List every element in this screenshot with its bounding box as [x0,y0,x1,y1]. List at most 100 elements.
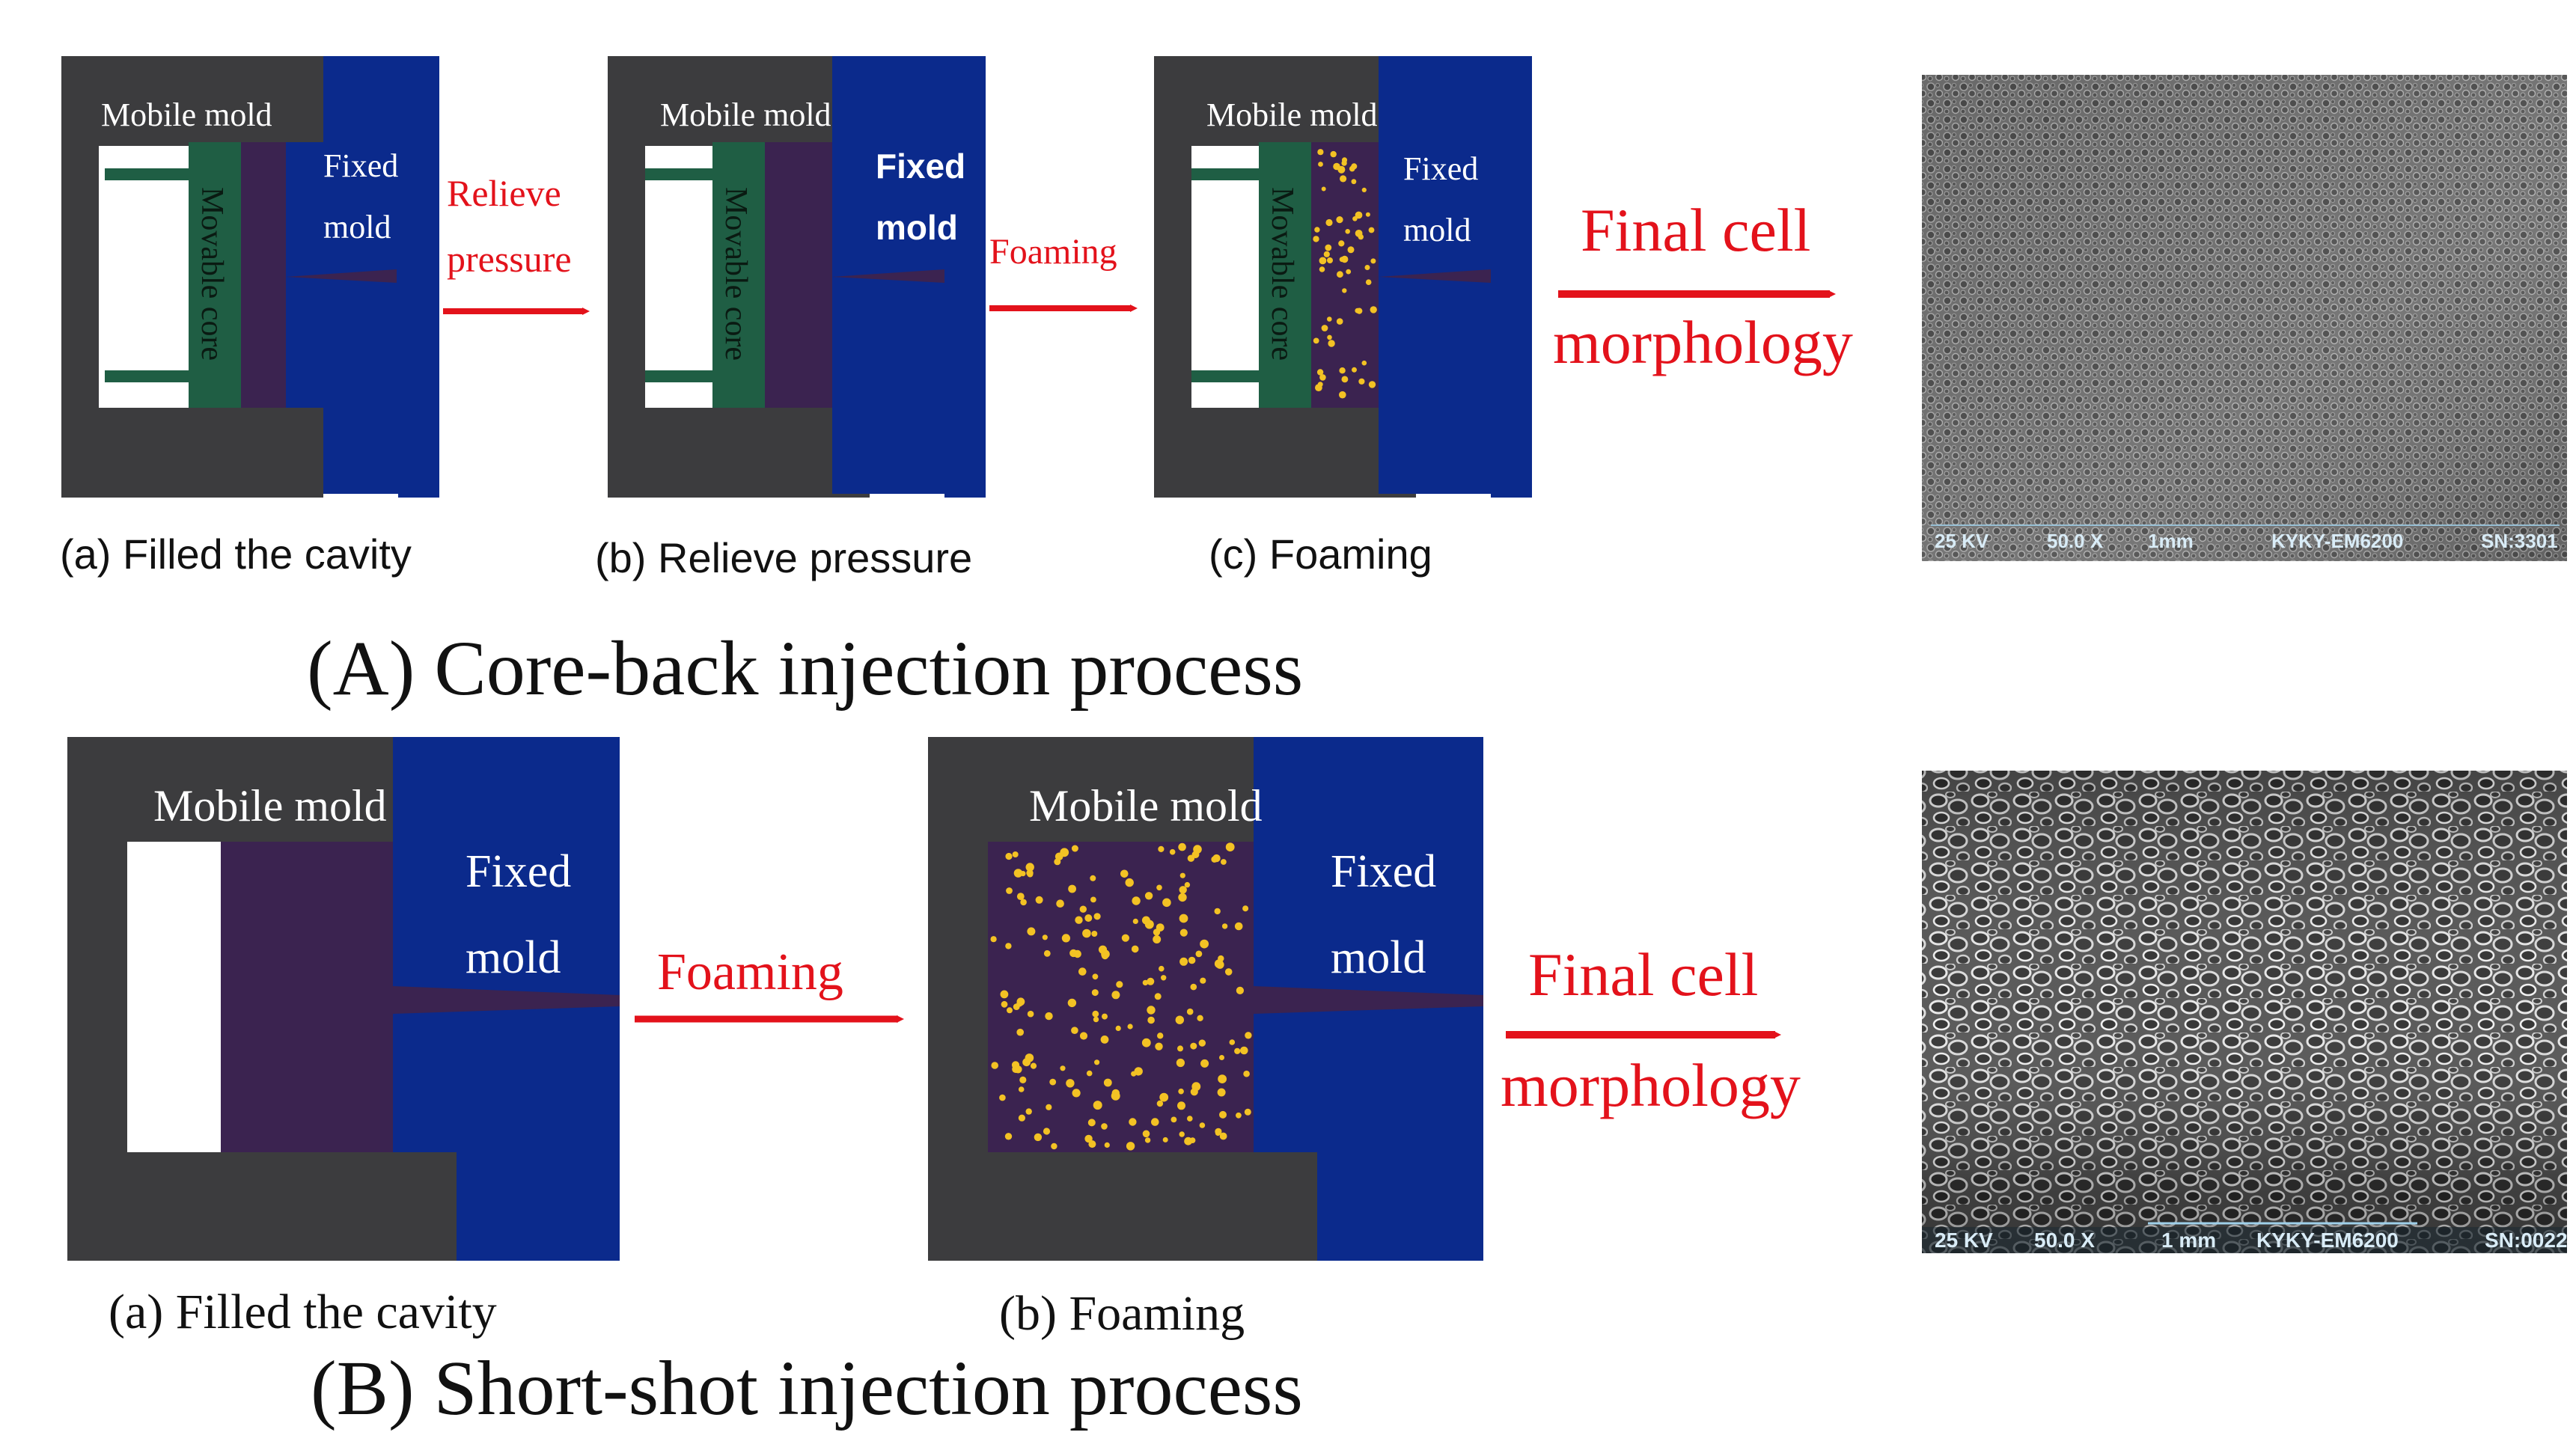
sem-image-coarse: 25 KV 50.0 X 1 mm KYKY-EM6200 SN:0022 [1922,771,2568,1253]
bubble-dot [1153,935,1162,943]
bubble-dot [1060,848,1069,857]
bubbles [990,842,1252,1151]
bubble-dot [1030,1062,1037,1069]
bubble-dot [1093,1016,1099,1023]
bubble-dot [1341,160,1347,166]
bubble-dot [1346,269,1352,275]
bubble-dot [1131,945,1139,953]
stage-caption: (c) Foaming [1209,530,1432,578]
bubble-dot [1187,1116,1193,1122]
panel-title: (A) Core-back injection process [307,625,1303,712]
bubble-dot [1338,240,1345,247]
mobile-mold-label: Mobile mold [153,781,387,830]
movable-core-label: Movable core [195,187,229,361]
bubble-dot [1156,884,1162,891]
bubble-dot [1221,859,1227,865]
movable-core-label: Movable core [1265,187,1299,361]
mobile-mold-label: Mobile mold [1029,781,1263,830]
bubble-dot [1236,1112,1242,1119]
bubble-dot [1151,1118,1159,1126]
bubble-dot [1016,997,1025,1006]
arrow-relieve-pressure: Relieve pressure [443,172,590,315]
bubble-dot [1075,916,1083,924]
bubble-dot [1020,899,1027,906]
bubble-dot [1007,1007,1013,1014]
bubble-dot [1141,916,1150,925]
foamed-melt [1311,142,1379,408]
bubble-dot [1234,922,1243,931]
bubble-dot [1179,1131,1185,1137]
bubble-dot [1365,212,1370,217]
bubble-dot [1361,187,1367,192]
sem-info: SN:3301 [2481,530,2558,552]
bubble-dot [1199,1122,1206,1128]
bubble-dot [1340,175,1347,183]
bubble-dot [1034,1133,1043,1142]
arrow-label: Foaming [657,943,843,1001]
bubble-dot [1129,1118,1137,1126]
bubble-dot [1190,983,1197,991]
bubble-dot [1200,977,1206,984]
bubble-dot [1179,886,1187,894]
arrow-final-morphology: Final cell morphology [1501,940,1801,1119]
fixed-mold-label: mold [1403,212,1471,248]
bubble-dot [1154,993,1162,1000]
bubble-dot [1193,845,1202,854]
bubble-dot [1336,216,1343,224]
mold-b-filled: Mobile mold Fixed mold (a) Filled the ca… [67,737,620,1339]
bubble-dot [1327,334,1332,340]
bubble-dot [1162,1137,1168,1142]
bubble-dot [1078,967,1087,976]
fixed-mold-label: mold [466,932,561,983]
bubble-dot [1325,244,1332,251]
bubble-dot [1355,308,1361,313]
mold-a-relieve: Mobile mold Fixed mold Movable core (b) … [595,56,986,581]
bubble-dot [1317,382,1323,388]
sem-info: 25 KV [1935,530,1989,552]
bubble-dot [1004,1133,1013,1140]
bubble-dot [1090,896,1096,903]
bubble-dot [1339,391,1346,399]
bubble-dot [1035,896,1043,904]
result-label: morphology [1501,1051,1801,1119]
bubble-dot [1111,991,1120,1000]
bubble-dot [1027,871,1034,878]
bubble-dot [990,936,997,943]
bubble-dot [1005,852,1013,860]
bubble-dot [1186,1008,1194,1015]
bubble-dot [1027,1010,1034,1018]
bubble-dot [1355,230,1363,237]
bubble-dot [1104,1142,1110,1148]
arrow-label: pressure [447,238,572,280]
bubble-dot [1101,1123,1108,1130]
bubble-dot [1147,1006,1156,1015]
bubble-dot [1224,968,1233,976]
bubble-dot [1092,1010,1099,1018]
bubble-dot [1082,929,1091,938]
sem-info: KYKY-EM6200 [2256,1229,2399,1252]
bubble-dot [1313,337,1319,344]
bubble-dot [1084,914,1093,922]
bubble-dot [1147,1016,1155,1024]
bubble-dot [1214,908,1221,915]
bubble-dot [1339,257,1345,263]
bubble-dot [1190,1042,1197,1050]
bubble-dot [1094,1059,1100,1065]
sem-info: 1 mm [2161,1229,2216,1252]
bubble-dot [1179,957,1188,966]
sem-info: SN:0022 [2485,1229,2568,1252]
bubble-dot [1323,251,1330,257]
bubble-dot [1188,956,1196,964]
bubble-dot [1147,977,1155,985]
bubble-dot [1079,905,1087,913]
bubble-dot [1116,981,1123,988]
sem-info: 25 KV [1935,1229,1993,1252]
bubble-dot [1314,227,1320,233]
bubble-dot [1365,279,1372,286]
bubble-dot [1019,1076,1027,1083]
arrow-label: Relieve [447,172,561,214]
bubble-dot [1217,1088,1226,1097]
bubble-dot [1013,869,1023,878]
bubble-dot [1191,1082,1201,1092]
